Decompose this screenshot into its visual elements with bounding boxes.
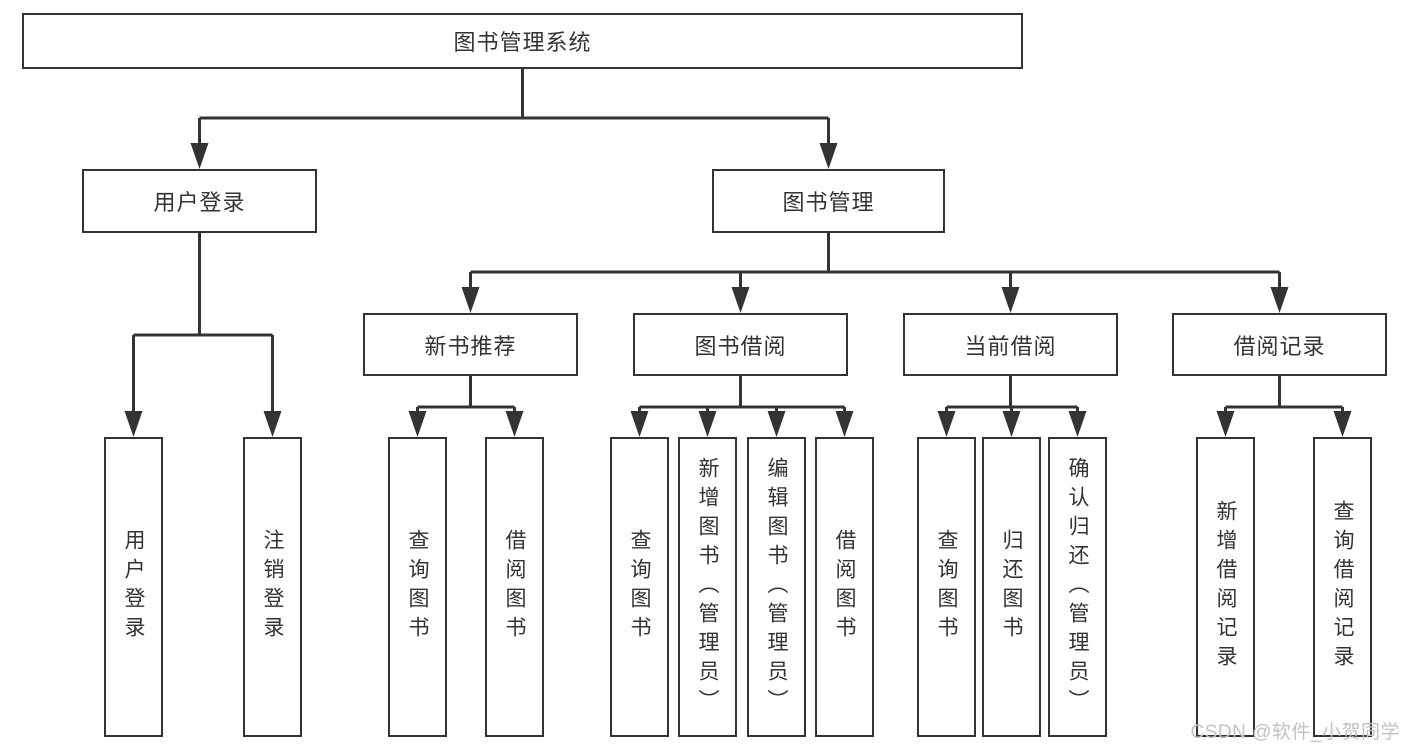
connector-current-borrowing (945, 376, 1079, 415)
node-label: 当前借阅 (964, 333, 1057, 359)
node-new-book-recommend: 新书推荐 (363, 313, 578, 376)
arrow-down-icon (1068, 411, 1087, 437)
node-label: 用户登录 (122, 529, 145, 645)
node-label: 编辑图书（管理员） (765, 456, 788, 718)
node-leaf-user-login: 用户登录 (104, 437, 163, 737)
arrow-down-icon (505, 411, 524, 437)
node-label: 新书推荐 (424, 333, 517, 359)
node-current-borrowing: 当前借阅 (903, 313, 1118, 376)
arrow-down-icon (1216, 411, 1235, 437)
connector-user-login (132, 233, 274, 415)
node-label: 查询图书 (628, 529, 651, 645)
arrow-down-icon (1002, 411, 1021, 437)
arrow-down-icon (1333, 411, 1352, 437)
node-leaf-add-books-admin: 新增图书（管理员） (678, 437, 737, 737)
arrow-down-icon (408, 411, 427, 437)
arrow-down-icon (767, 411, 786, 437)
arrow-down-icon (263, 411, 282, 437)
node-label: 归还图书 (1000, 529, 1023, 645)
node-book-borrowing: 图书借阅 (633, 313, 848, 376)
connector-root (198, 69, 830, 147)
node-leaf-query-books-current: 查询图书 (917, 437, 976, 737)
node-label: 图书管理 (782, 190, 875, 215)
node-label: 查询图书 (406, 529, 429, 645)
node-leaf-query-books-recommend: 查询图书 (388, 437, 447, 737)
arrow-down-icon (698, 411, 717, 437)
node-label: 查询图书 (935, 529, 958, 645)
arrow-down-icon (731, 287, 750, 313)
node-leaf-query-books-borrow: 查询图书 (610, 437, 669, 737)
arrow-down-icon (1270, 287, 1289, 313)
node-leaf-add-borrow-record: 新增借阅记录 (1196, 437, 1255, 737)
node-user-login: 用户登录 (82, 169, 317, 233)
node-label: 注销登录 (261, 529, 284, 645)
arrow-down-icon (461, 287, 480, 313)
node-leaf-query-borrow-record: 查询借阅记录 (1313, 437, 1372, 737)
connector-book-management (469, 233, 1281, 291)
node-leaf-edit-books-admin: 编辑图书（管理员） (747, 437, 806, 737)
arrow-down-icon (630, 411, 649, 437)
connector-book-borrowing (638, 376, 846, 415)
node-label: 借阅记录 (1233, 333, 1326, 359)
connector-new-book-recommend (416, 376, 516, 415)
node-leaf-borrow-books-recommend: 借阅图书 (485, 437, 544, 737)
node-label: 图书管理系统 (453, 30, 592, 55)
node-leaf-confirm-return-admin: 确认归还（管理员） (1048, 437, 1107, 737)
arrow-down-icon (190, 143, 209, 169)
node-leaf-logout: 注销登录 (243, 437, 302, 737)
node-leaf-return-books: 归还图书 (982, 437, 1041, 737)
node-label: 新增图书（管理员） (696, 456, 719, 718)
arrow-down-icon (937, 411, 956, 437)
node-label: 图书借阅 (694, 333, 787, 359)
node-label: 借阅图书 (833, 529, 856, 645)
node-label: 借阅图书 (503, 529, 526, 645)
node-borrowing-records: 借阅记录 (1172, 313, 1387, 376)
node-library-system: 图书管理系统 (22, 13, 1023, 69)
arrow-down-icon (124, 411, 143, 437)
connector-borrowing-records (1224, 376, 1344, 415)
node-label: 确认归还（管理员） (1066, 456, 1089, 718)
arrow-down-icon (819, 143, 838, 169)
node-label: 查询借阅记录 (1331, 500, 1354, 674)
arrow-down-icon (1001, 287, 1020, 313)
arrow-down-icon (835, 411, 854, 437)
node-label: 新增借阅记录 (1214, 500, 1237, 674)
watermark: CSDN @软件_小贺同学 (1190, 722, 1400, 743)
node-book-management: 图书管理 (712, 169, 945, 233)
node-label: 用户登录 (153, 190, 246, 215)
node-leaf-borrow-books: 借阅图书 (815, 437, 874, 737)
